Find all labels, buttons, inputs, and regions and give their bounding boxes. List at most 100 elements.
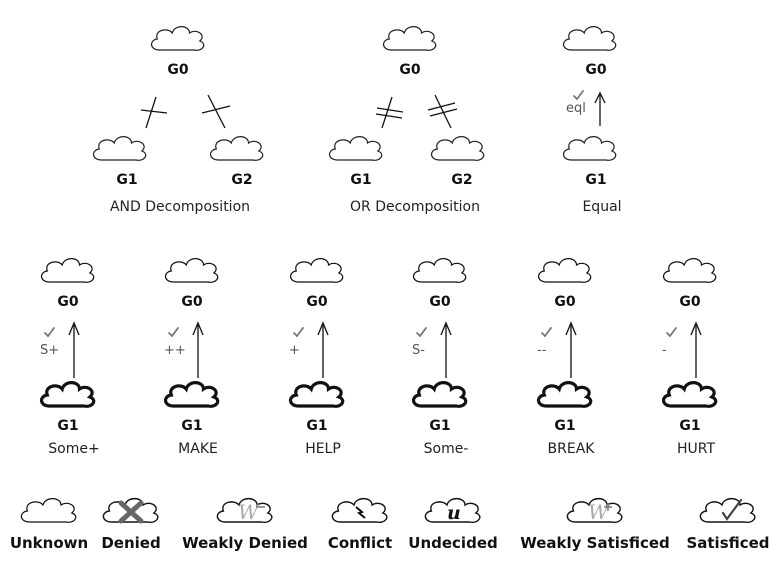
softgoal-cloud-icon-bold	[288, 380, 345, 409]
arrow-head-icon	[565, 321, 577, 336]
contribution-caption: Some-	[423, 441, 469, 457]
and-link	[145, 96, 157, 129]
weakly-denied-w-icon: W	[238, 500, 260, 524]
check-icon	[293, 327, 304, 337]
softgoal-cloud-icon	[289, 257, 344, 284]
softgoal-cloud-icon	[662, 257, 717, 284]
check-icon	[573, 90, 584, 100]
contribution-caption: HELP	[305, 441, 341, 457]
contribution-child-goal-label: G1	[181, 418, 203, 434]
contribution-link-label: ++	[164, 343, 186, 358]
or-parent-goal-label: G0	[399, 62, 421, 78]
or-caption: OR Decomposition	[350, 199, 480, 215]
arrow-head-icon	[594, 91, 606, 104]
arrow-head-icon	[440, 321, 452, 336]
contribution-link-label: S-	[412, 343, 425, 358]
and-link-bar	[201, 105, 231, 114]
softgoal-cloud-icon	[412, 257, 467, 284]
legend-label-denied: Denied	[101, 534, 161, 552]
weakly-satisficed-w-icon: W	[588, 500, 610, 524]
check-icon	[168, 327, 179, 337]
legend-label-weakly-denied: Weakly Denied	[182, 534, 308, 552]
contribution-child-goal-label: G1	[679, 418, 701, 434]
equal-link-label: eql	[566, 101, 586, 116]
softgoal-cloud-icon	[537, 257, 592, 284]
or-child-goal-label: G2	[451, 172, 473, 188]
softgoal-cloud-icon	[209, 135, 264, 162]
and-decomposition	[92, 25, 264, 162]
and-link	[207, 94, 226, 129]
softgoal-cloud-icon-bold	[661, 380, 718, 409]
denied-x-icon	[118, 500, 144, 524]
contribution-link-label: S+	[40, 343, 60, 358]
arrow-head-icon	[690, 321, 702, 336]
softgoal-cloud-icon	[164, 257, 219, 284]
arrow-head-icon	[68, 321, 80, 336]
contribution-caption: BREAK	[547, 441, 595, 457]
contribution-parent-goal-label: G0	[181, 294, 203, 310]
arrow-head-icon	[317, 321, 329, 336]
conflict-bolt-icon	[355, 506, 366, 519]
or-link-bar	[376, 107, 404, 113]
check-icon	[666, 327, 677, 337]
contribution-child-goal-label: G1	[306, 418, 328, 434]
check-icon	[541, 327, 552, 337]
and-link-bar	[140, 109, 168, 114]
softgoal-cloud-icon	[382, 25, 437, 52]
and-caption: AND Decomposition	[109, 199, 251, 215]
equal-relation	[562, 25, 617, 162]
or-decomposition	[328, 25, 485, 162]
contribution-parent-goal-label: G0	[57, 294, 79, 310]
or-link-bar	[427, 102, 456, 111]
softgoal-cloud-icon-bold	[536, 380, 593, 409]
or-link-bar	[429, 108, 458, 117]
legend-label-conflict: Conflict	[327, 534, 393, 552]
and-parent-goal-label: G0	[167, 62, 189, 78]
softgoal-cloud-icon	[40, 257, 95, 284]
softgoal-cloud-icon-bold	[163, 380, 220, 409]
contribution-link-label: +	[289, 343, 300, 358]
and-child-goal-label: G1	[116, 172, 138, 188]
contribution-parent-goal-label: G0	[554, 294, 576, 310]
satisficed-check-icon	[721, 498, 743, 521]
legend-label-weakly-satisficed: Weakly Satisficed	[520, 534, 670, 552]
legend-label-undecided: Undecided	[408, 534, 498, 552]
or-link	[381, 96, 393, 129]
softgoal-cloud-icon-bold	[411, 380, 468, 409]
undecided-u-icon: u	[447, 502, 461, 524]
or-link	[434, 94, 452, 129]
equal-child-goal-label: G1	[585, 172, 607, 188]
contribution-link-label: --	[537, 343, 547, 358]
softgoal-cloud-icon	[562, 25, 617, 52]
check-icon	[44, 327, 55, 337]
contribution-parent-goal-label: G0	[679, 294, 701, 310]
contribution-row	[39, 257, 718, 409]
softgoal-cloud-icon	[150, 25, 205, 52]
legend-label-unknown: Unknown	[9, 534, 89, 552]
softgoal-cloud-icon	[92, 135, 147, 162]
unknown-cloud-icon	[20, 497, 77, 524]
plus-icon	[604, 503, 612, 511]
and-child-goal-label: G2	[231, 172, 253, 188]
softgoal-cloud-icon	[562, 135, 617, 162]
contribution-parent-goal-label: G0	[429, 294, 451, 310]
contribution-caption: HURT	[676, 441, 716, 457]
contribution-child-goal-label: G1	[429, 418, 451, 434]
contribution-link-label: -	[662, 343, 667, 358]
or-link-bar	[375, 113, 403, 119]
contribution-parent-goal-label: G0	[306, 294, 328, 310]
softgoal-cloud-icon-bold	[39, 380, 96, 409]
softgoal-cloud-icon	[328, 135, 383, 162]
softgoal-cloud-icon	[430, 135, 485, 162]
or-child-goal-label: G1	[350, 172, 372, 188]
equal-caption: Equal	[582, 199, 622, 215]
check-icon	[416, 327, 427, 337]
equal-parent-goal-label: G0	[585, 62, 607, 78]
contribution-caption: Some+	[48, 441, 100, 457]
contribution-child-goal-label: G1	[554, 418, 576, 434]
contribution-caption: MAKE	[178, 441, 218, 457]
arrow-head-icon	[192, 321, 204, 336]
contribution-child-goal-label: G1	[57, 418, 79, 434]
